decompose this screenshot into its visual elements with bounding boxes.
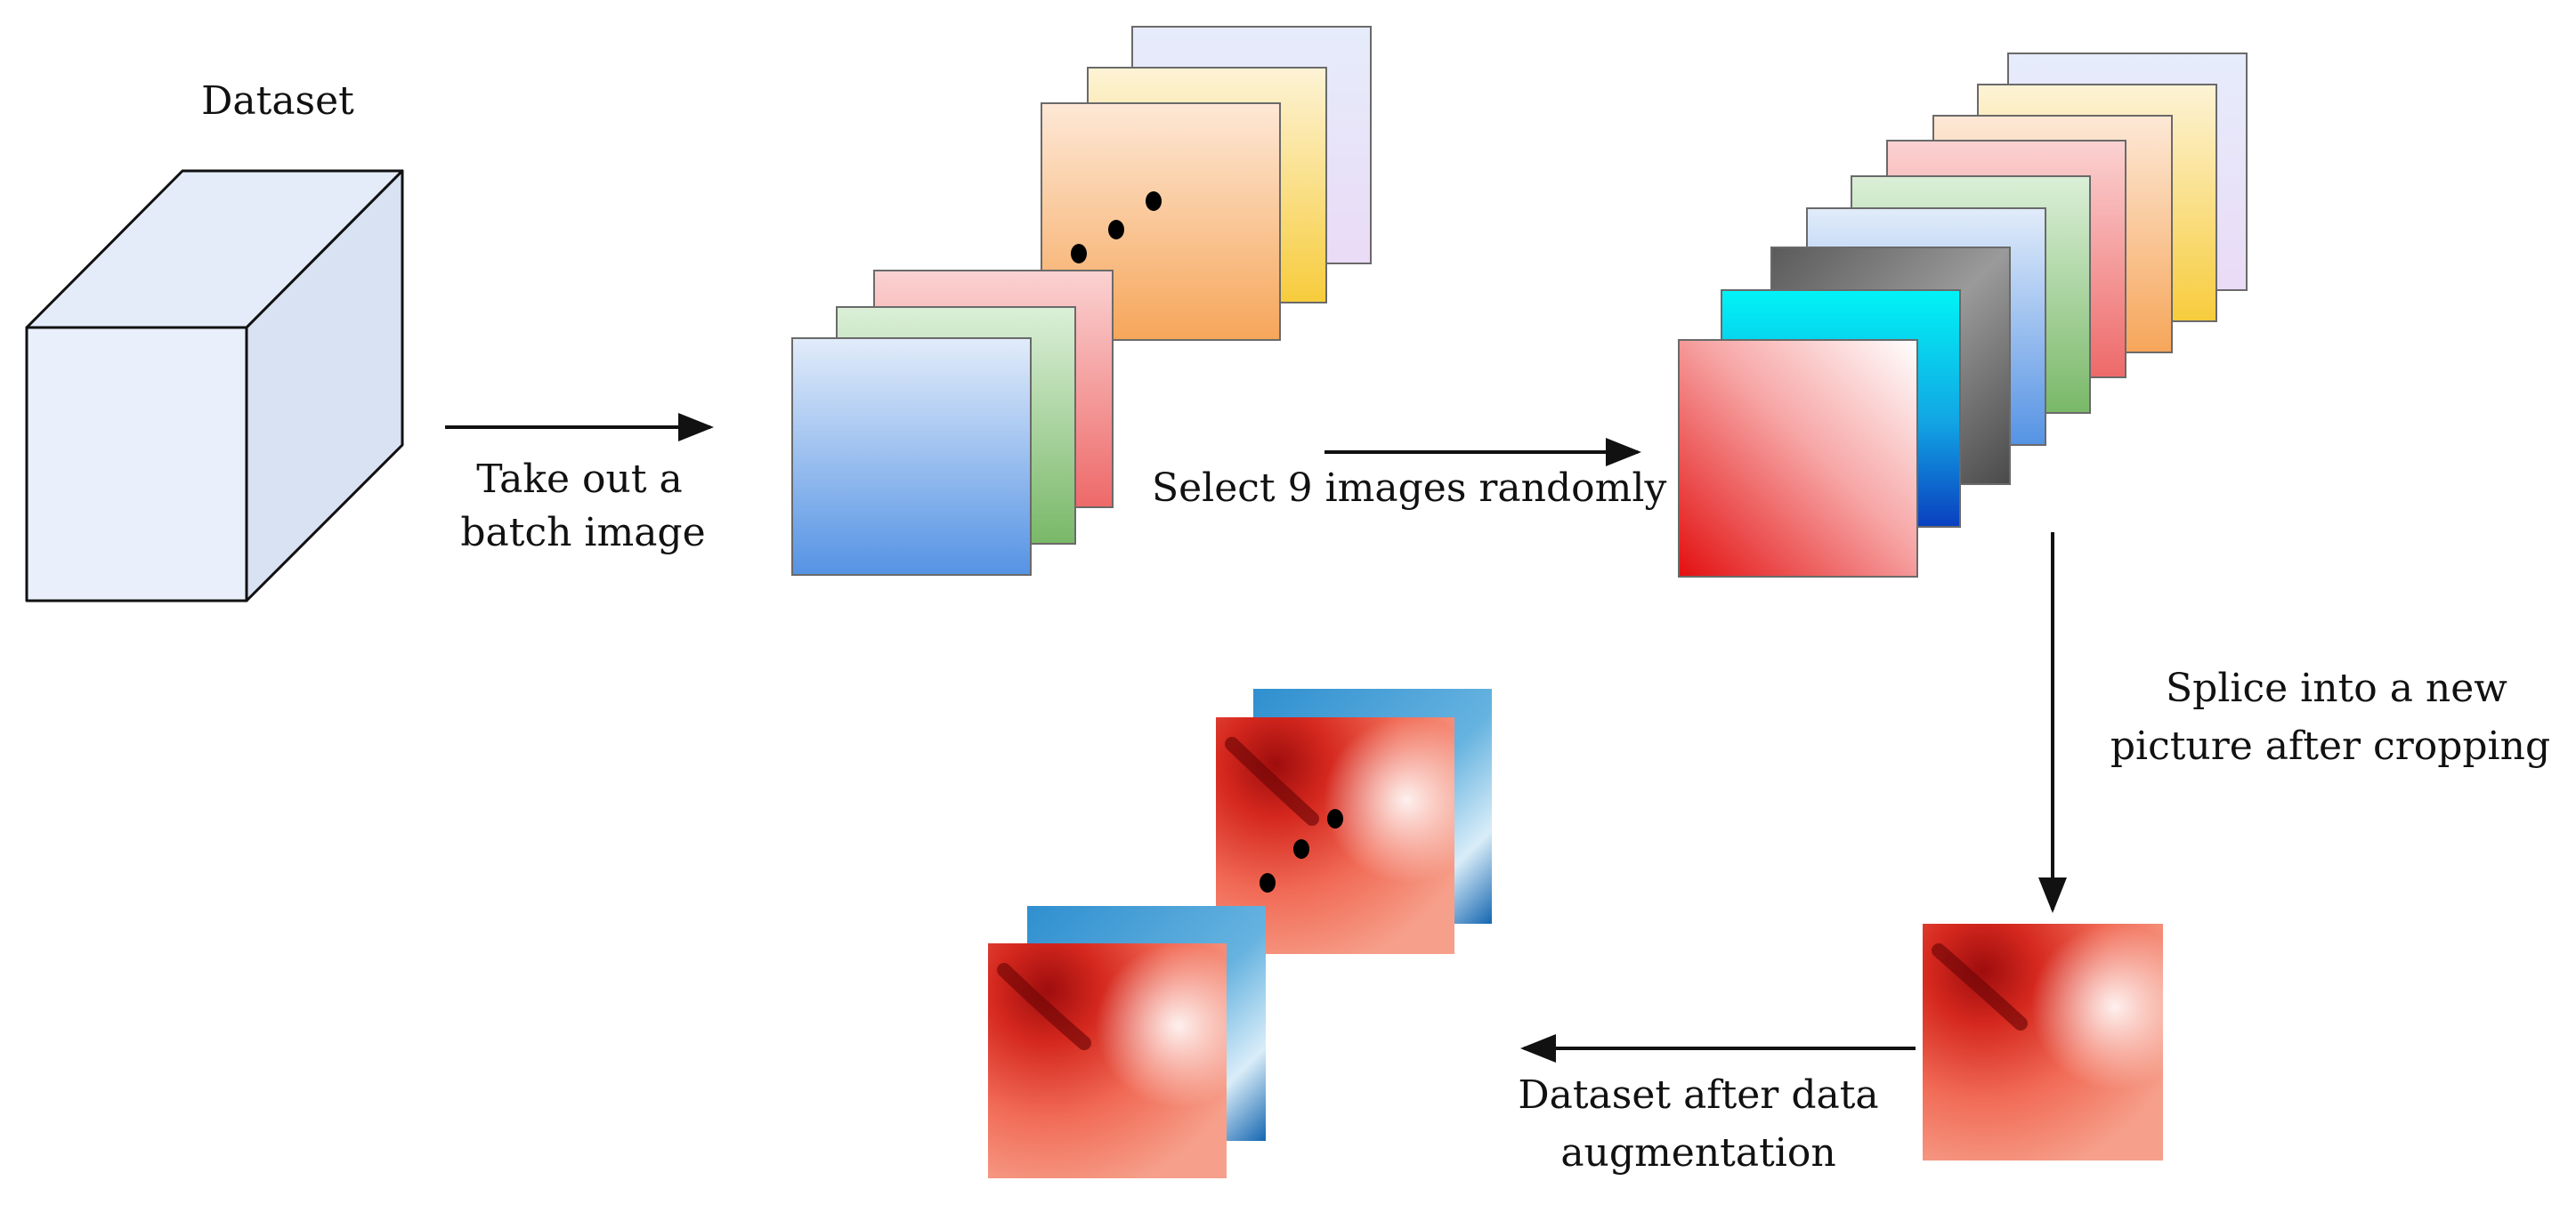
selected-image-stack [1678,53,2248,578]
batch-image-stack [791,26,1372,576]
spliced-image [1923,924,2163,1161]
take-out-label-line2: batch image [460,510,705,555]
after-aug-label-line1: Dataset after data [1518,1072,1878,1118]
dataset-label: Dataset [201,78,354,124]
batch-image-front-1 [791,337,1032,576]
batch-ellipsis-dots [1071,191,1162,263]
splice-label-line2: picture after cropping [2110,724,2550,769]
selected-image-1 [1678,339,1918,578]
splice-label-line1: Splice into a new [2166,666,2507,711]
augmented-image-front-red [988,943,1227,1178]
dataset-cube [25,169,404,602]
augmented-image-stack [988,689,1492,1178]
take-out-label-line1: Take out a [476,457,683,502]
after-aug-label-line2: augmentation [1560,1130,1835,1176]
augmented-ellipsis-dots [1260,809,1343,893]
select-random-label: Select 9 images randomly [1152,465,1666,511]
